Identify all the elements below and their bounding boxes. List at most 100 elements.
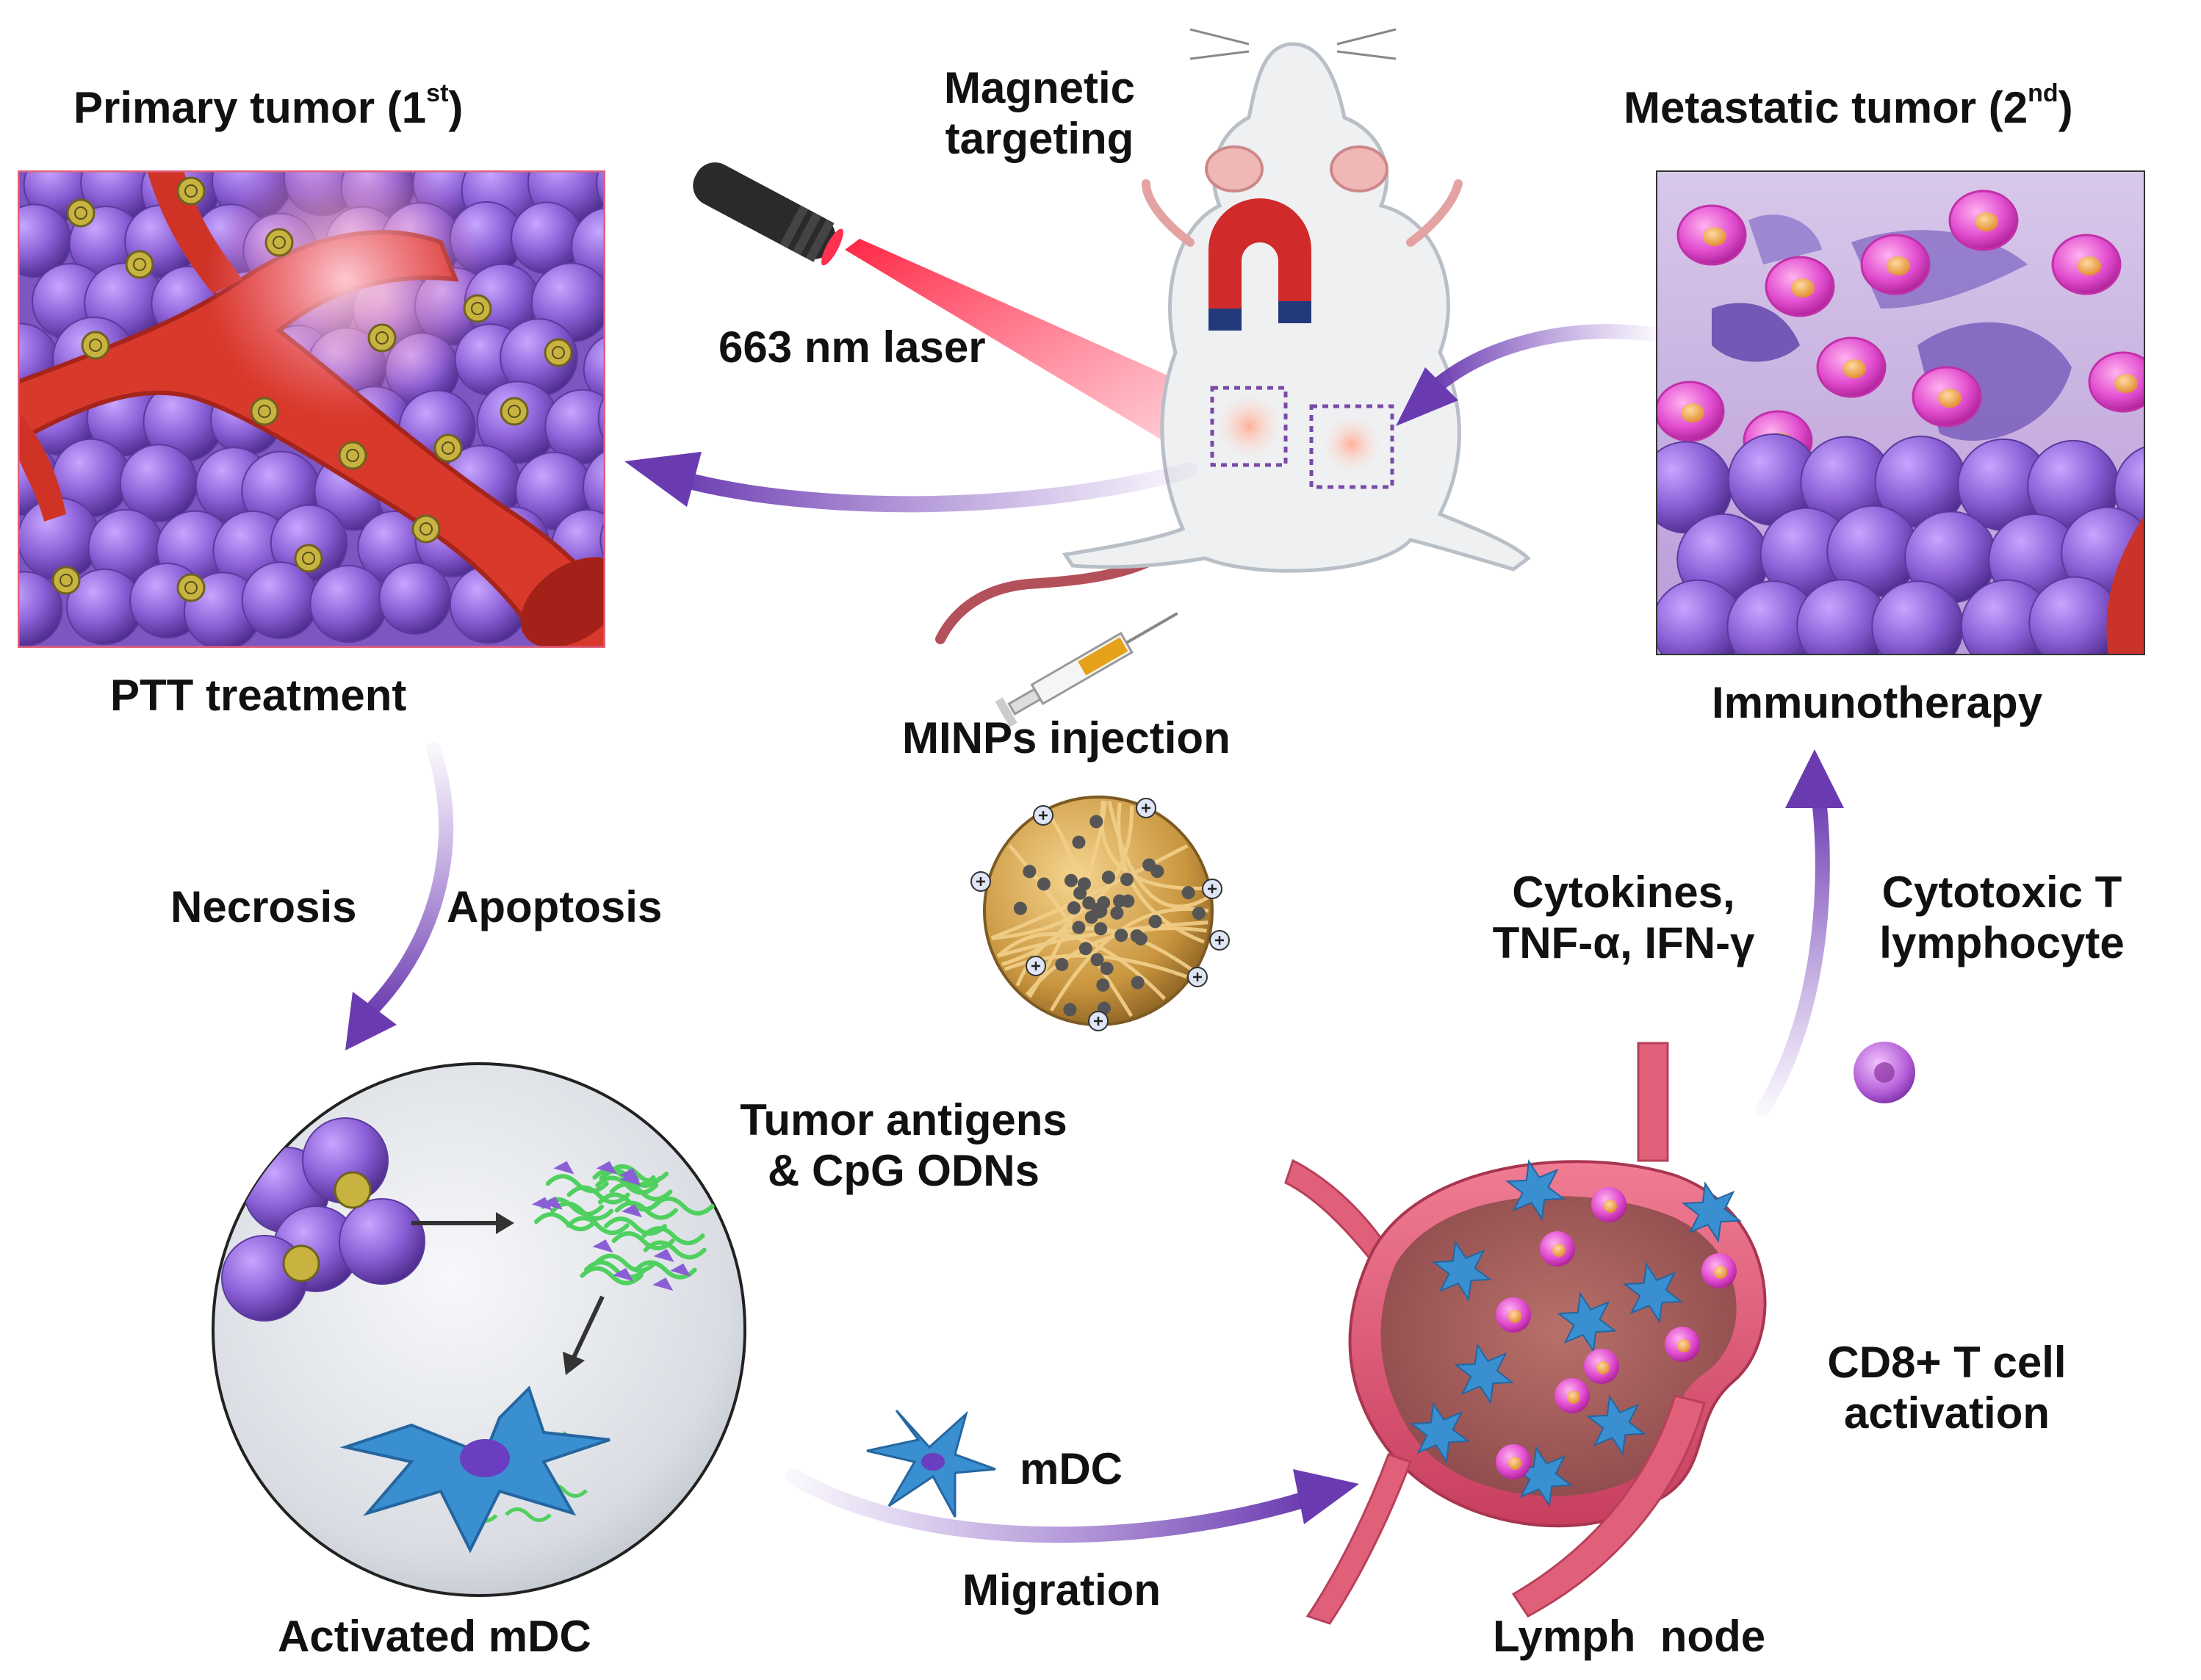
nanoparticle-texture xyxy=(89,339,102,352)
nanoparticle xyxy=(51,566,81,595)
iron-oxide-core xyxy=(1023,865,1037,879)
nanoparticle xyxy=(463,294,492,323)
antigen-fragment xyxy=(613,1268,634,1282)
tumor-cell xyxy=(583,335,605,403)
mouse-illustration xyxy=(935,28,1531,727)
cell-nucleus xyxy=(1975,212,1998,231)
tumor-antigens-label: Tumor antigens & CpG ODNs xyxy=(740,1095,1067,1195)
cpg-odn-strand xyxy=(611,1231,675,1251)
nanoparticle xyxy=(125,250,154,279)
cpg-odn-strand xyxy=(580,1266,644,1286)
plus-sign xyxy=(1142,804,1150,812)
tumor-cell xyxy=(18,571,63,647)
nanoparticle xyxy=(433,433,463,463)
t-cell-nucleus xyxy=(1714,1266,1727,1279)
nanoparticle xyxy=(294,544,323,573)
lymph-vessel-bottom xyxy=(1511,1394,1706,1618)
iron-oxide-core xyxy=(1181,886,1195,900)
lymph-vessel-bl xyxy=(1305,1453,1412,1625)
nanoparticle-texture xyxy=(346,449,359,462)
iron-oxide-core xyxy=(1110,906,1124,920)
cpg-odn-strand xyxy=(633,1260,697,1280)
antigen-fragment xyxy=(619,1172,641,1186)
nanoparticle xyxy=(282,1244,320,1283)
nanoparticle xyxy=(250,397,279,426)
nanoparticle-texture xyxy=(184,184,198,198)
iron-oxide-core xyxy=(1142,858,1156,872)
activated-mdc-label: Activated mDC xyxy=(278,1612,591,1661)
laser-label: 663 nm laser xyxy=(718,322,986,372)
t-cell-nucleus xyxy=(1677,1339,1690,1352)
mouse-arm-left xyxy=(1142,179,1195,247)
dying-tumor-cells xyxy=(221,1117,425,1322)
mouse-arm-right xyxy=(1406,179,1463,247)
plus-sign xyxy=(976,877,985,886)
t-cell-nucleus xyxy=(1552,1244,1566,1257)
activated-mdc-circle xyxy=(212,1062,746,1597)
cd8-activation-label: CD8+ T cell activation xyxy=(1827,1338,2067,1438)
plus-sign xyxy=(1094,1017,1103,1025)
iron-oxide-core xyxy=(1072,835,1086,849)
laser-beam xyxy=(845,239,1249,470)
mouse-ear-right xyxy=(1330,145,1388,192)
nanoparticle-texture xyxy=(302,552,315,565)
plus-sign xyxy=(1031,962,1040,970)
t-cell-nucleus xyxy=(1567,1391,1580,1404)
lymph-node xyxy=(1284,1042,1767,1625)
tumor-cell xyxy=(597,394,605,442)
iron-oxide-core xyxy=(1121,894,1135,908)
magnet-icon xyxy=(1208,198,1311,331)
nanoparticle-texture xyxy=(442,441,455,455)
arrow-head-mouse xyxy=(1396,367,1458,426)
mouse-ear-left xyxy=(1205,145,1264,192)
antigen-fragments xyxy=(383,1161,715,1523)
minps-injection-label: MINPs injection xyxy=(902,713,1231,763)
nanoparticle-texture xyxy=(184,581,198,594)
iron-oxide-core xyxy=(1078,942,1092,956)
iron-oxide-core xyxy=(1064,873,1078,887)
flow-arrows xyxy=(345,324,1844,1543)
cpg-odn-strand xyxy=(609,1182,673,1202)
tumor-cell xyxy=(583,450,605,524)
arrow-head-down xyxy=(345,992,397,1050)
lymph-vessel-top xyxy=(1637,1042,1669,1162)
dendritic-cell xyxy=(1432,1240,1492,1302)
arrow-head-migration xyxy=(1293,1469,1359,1524)
iron-oxide-core xyxy=(1063,1003,1077,1017)
tumor-site-metastatic-box xyxy=(1309,404,1394,489)
antigen-fragment xyxy=(619,1168,641,1182)
iron-oxide-core xyxy=(1114,929,1128,942)
nanoparticle xyxy=(334,1171,372,1209)
mdc-label: mDC xyxy=(1020,1444,1123,1493)
nanoparticle xyxy=(81,331,110,360)
nanoparticle xyxy=(544,338,573,367)
lymph-node-label: Lymph node xyxy=(1493,1612,1766,1661)
nanoparticle-fiber xyxy=(1025,926,1207,996)
nanoparticle-texture xyxy=(74,206,87,220)
nanoparticle-fiber xyxy=(1049,906,1209,1012)
mouse-whiskers xyxy=(1189,28,1397,60)
arrow-to-primary xyxy=(668,462,1198,513)
nanoparticle xyxy=(264,228,294,257)
iron-oxide-core xyxy=(1094,922,1108,936)
arrow-migration xyxy=(785,1468,1316,1543)
nanoparticle-texture xyxy=(552,346,565,359)
arrow-up-right xyxy=(1756,786,1830,1117)
cell-nucleus xyxy=(2078,256,2101,275)
arrow-to-mouse xyxy=(1425,324,1660,397)
nanoparticle xyxy=(338,441,367,470)
iron-oxide-core xyxy=(1096,978,1110,992)
primary-tumor-title: Primary tumor (1st) xyxy=(73,79,464,132)
dying-tumor-cell xyxy=(339,1198,425,1285)
cell-nucleus xyxy=(1681,403,1704,422)
iron-oxide-core xyxy=(1089,815,1103,829)
antigen-fragment xyxy=(553,1161,574,1175)
syringe-icon xyxy=(995,612,1178,727)
cytokines-label: Cytokines, TNF-α, IFN-γ xyxy=(1492,868,1755,967)
tumor-cell xyxy=(309,564,388,643)
plus-sign xyxy=(1208,884,1217,893)
metastatic-tumor-title: Metastatic tumor (2nd) xyxy=(1624,79,2073,132)
ptt-treatment-label: PTT treatment xyxy=(110,671,407,720)
